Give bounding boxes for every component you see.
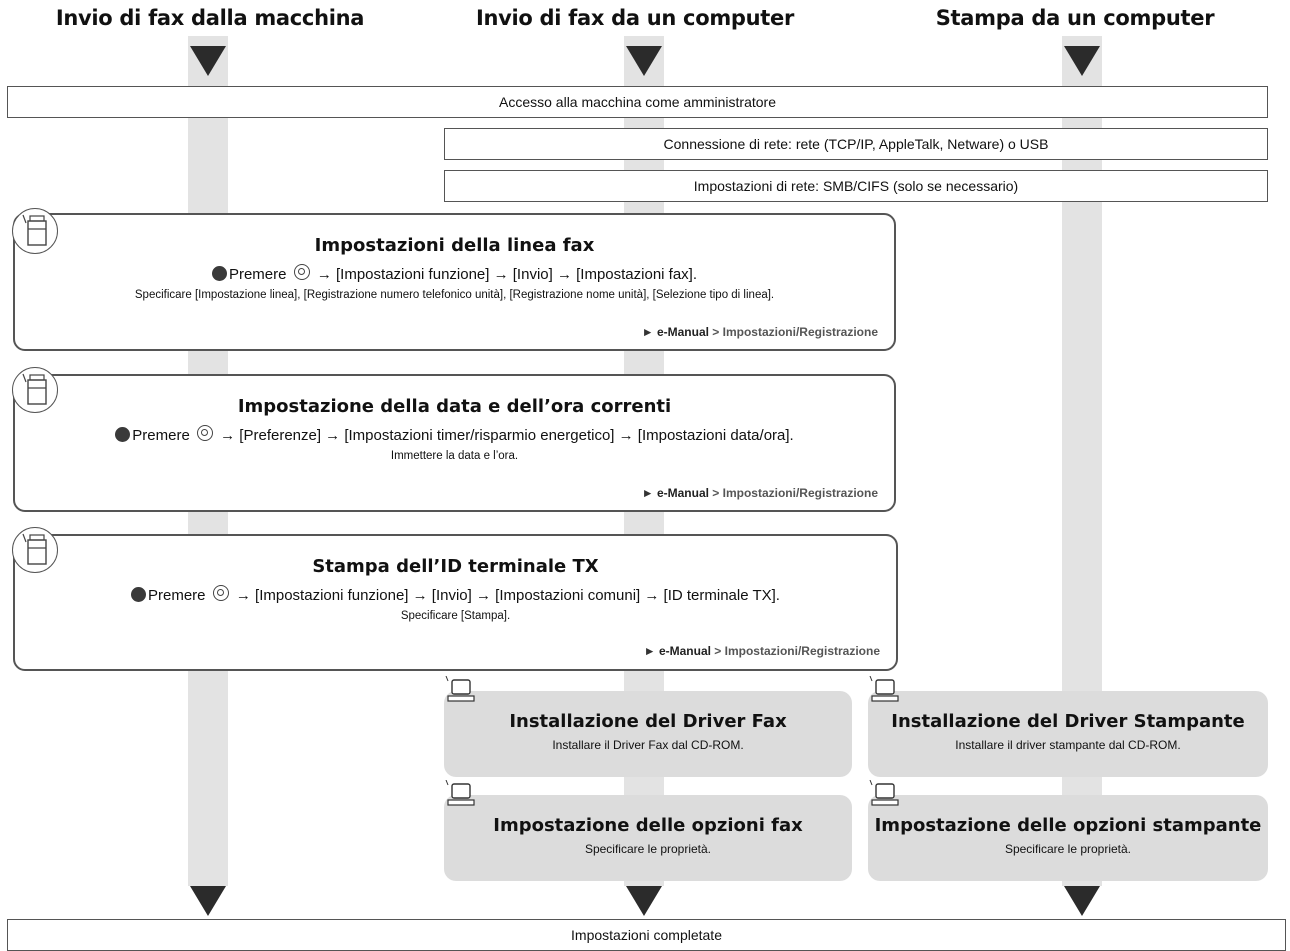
step-title: Impostazione delle opzioni stampante <box>874 815 1262 836</box>
settings-button-icon <box>212 585 229 601</box>
step-sub: Specificare le proprietà. <box>584 842 712 856</box>
computer-icon <box>445 676 475 702</box>
play-arrow-icon: ► <box>641 325 654 339</box>
column-title-pc-fax: Invio di fax da un computer <box>475 6 795 30</box>
instruction-path: → [Impostazioni funzione] → [Invio] → [I… <box>235 587 780 604</box>
down-triangle-icon <box>190 46 226 76</box>
down-triangle-icon <box>190 886 226 916</box>
down-triangle-icon <box>1064 46 1100 76</box>
step-title: Installazione del Driver Fax <box>509 711 787 732</box>
down-triangle-icon <box>626 886 662 916</box>
column-title-pc-print: Stampa da un computer <box>935 6 1215 30</box>
computer-icon <box>445 780 475 806</box>
multifunction-printer-icon <box>12 208 58 254</box>
step-fax-options: Impostazione delle opzioni fax Specifica… <box>444 795 852 881</box>
manual-path: > Impostazioni/Registrazione <box>714 644 880 658</box>
admin-access-bar: Accesso alla macchina come amministrator… <box>7 86 1268 118</box>
premere-label: Premere <box>148 587 206 604</box>
step-title: Impostazioni della linea fax <box>314 235 595 256</box>
step-install-printer-driver: Installazione del Driver Stampante Insta… <box>868 691 1268 777</box>
step-sub: Specificare [Stampa]. <box>400 610 511 622</box>
step-sub: Specificare le proprietà. <box>1004 842 1132 856</box>
down-triangle-icon <box>1064 886 1100 916</box>
step-sub: Installare il driver stampante dal CD-RO… <box>955 738 1181 752</box>
manual-path: > Impostazioni/Registrazione <box>712 325 878 339</box>
step-date-time: Impostazione della data e dell’ora corre… <box>13 374 896 512</box>
instruction-path: → [Impostazioni funzione] → [Invio] → [I… <box>316 266 698 283</box>
manual-link: e-Manual <box>658 644 711 658</box>
settings-completed-bar: Impostazioni completate <box>7 919 1286 951</box>
manual-reference: ► e-Manual > Impostazioni/Registrazione <box>644 644 880 658</box>
step-sub: Specificare [Impostazione linea], [Regis… <box>134 289 775 301</box>
step-instruction: Premere → [Impostazioni funzione] → [Inv… <box>15 264 894 283</box>
step-tx-id: Stampa dell’ID terminale TX Premere → [I… <box>13 534 898 671</box>
bullet-icon <box>211 266 227 281</box>
settings-button-icon <box>196 425 213 441</box>
step-title: Installazione del Driver Stampante <box>891 711 1245 732</box>
premere-label: Premere <box>228 266 287 283</box>
multifunction-printer-icon <box>12 367 58 413</box>
step-instruction: Premere → [Impostazioni funzione] → [Inv… <box>15 585 896 604</box>
manual-path: > Impostazioni/Registrazione <box>712 486 878 500</box>
play-arrow-icon: ► <box>643 644 656 658</box>
step-title: Impostazione delle opzioni fax <box>493 815 803 836</box>
settings-button-icon <box>293 264 310 280</box>
column-title-machine: Invio di fax dalla macchina <box>55 6 365 30</box>
multifunction-printer-icon <box>12 527 58 573</box>
manual-link: e-Manual <box>656 325 709 339</box>
bullet-icon <box>115 427 131 442</box>
network-connection-bar: Connessione di rete: rete (TCP/IP, Apple… <box>444 128 1268 160</box>
manual-reference: ► e-Manual > Impostazioni/Registrazione <box>642 486 878 500</box>
premere-label: Premere <box>132 427 190 444</box>
step-printer-options: Impostazione delle opzioni stampante Spe… <box>868 795 1268 881</box>
bullet-icon <box>131 587 146 602</box>
step-title: Stampa dell’ID terminale TX <box>312 556 599 577</box>
computer-icon <box>869 780 899 806</box>
computer-icon <box>869 676 899 702</box>
step-sub: Installare il Driver Fax dal CD-ROM. <box>552 738 744 752</box>
down-triangle-icon <box>626 46 662 76</box>
instruction-path: → [Preferenze] → [Impostazioni timer/ris… <box>220 427 794 444</box>
manual-link: e-Manual <box>656 486 709 500</box>
step-install-fax-driver: Installazione del Driver Fax Installare … <box>444 691 852 777</box>
step-instruction: Premere → [Preferenze] → [Impostazioni t… <box>15 425 894 444</box>
step-sub: Immettere la data e l’ora. <box>390 450 519 462</box>
step-fax-line: Impostazioni della linea fax Premere → [… <box>13 213 896 351</box>
step-title: Impostazione della data e dell’ora corre… <box>237 396 672 417</box>
manual-reference: ► e-Manual > Impostazioni/Registrazione <box>642 325 878 339</box>
smb-settings-bar: Impostazioni di rete: SMB/CIFS (solo se … <box>444 170 1268 202</box>
play-arrow-icon: ► <box>641 486 654 500</box>
